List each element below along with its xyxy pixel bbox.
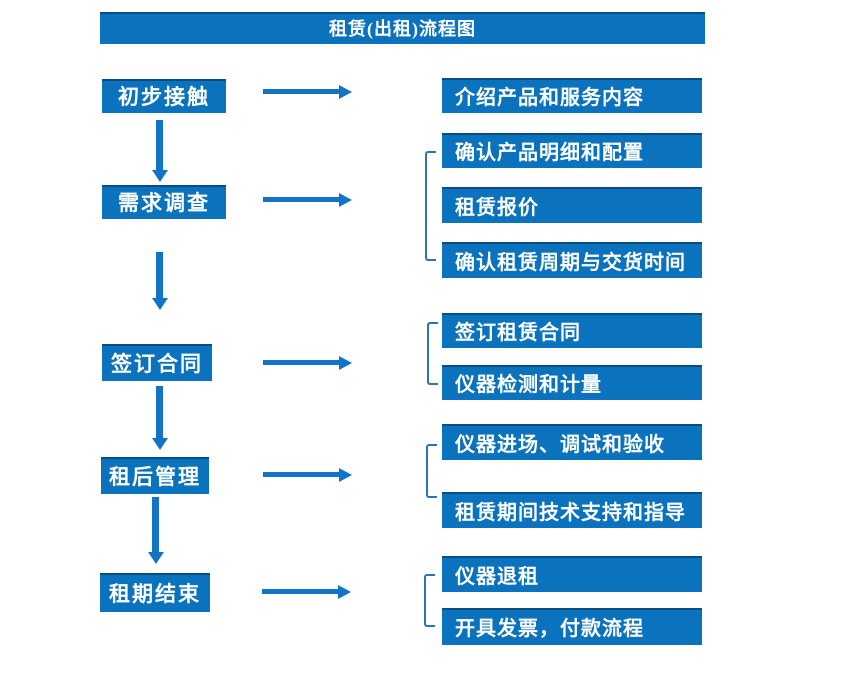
detail-box-sign-rental-contract: 签订租赁合同 bbox=[442, 313, 702, 348]
detail-box-instrument-testing: 仪器检测和计量 bbox=[442, 365, 702, 400]
detail-box-confirm-product-details: 确认产品明细和配置 bbox=[442, 133, 702, 168]
step-box-post-rental-management: 租后管理 bbox=[101, 457, 209, 494]
down-arrow-2 bbox=[151, 252, 168, 310]
group-bracket-post-rental bbox=[426, 444, 437, 498]
right-arrow-5 bbox=[262, 584, 351, 599]
detail-box-invoice-payment: 开具发票，付款流程 bbox=[442, 608, 702, 645]
detail-box-technical-support: 租赁期间技术支持和指导 bbox=[442, 492, 702, 528]
detail-box-confirm-rental-period: 确认租赁周期与交货时间 bbox=[442, 242, 702, 278]
step-box-sign-contract: 签订合同 bbox=[102, 344, 212, 381]
flowchart-title: 租赁(出租)流程图 bbox=[100, 12, 705, 44]
detail-box-instrument-return: 仪器退租 bbox=[442, 556, 702, 592]
step-box-demand-survey: 需求调查 bbox=[102, 185, 226, 219]
group-bracket-demand-survey bbox=[425, 151, 436, 261]
right-arrow-1 bbox=[263, 84, 352, 99]
down-arrow-3 bbox=[151, 386, 168, 450]
step-box-initial-contact: 初步接触 bbox=[102, 79, 226, 113]
group-bracket-rental-end bbox=[424, 574, 435, 627]
right-arrow-2 bbox=[263, 192, 352, 207]
detail-box-instrument-setup: 仪器进场、调试和验收 bbox=[442, 424, 702, 460]
detail-box-introduce-products: 介绍产品和服务内容 bbox=[442, 78, 702, 113]
down-arrow-4 bbox=[147, 497, 164, 564]
group-bracket-sign-contract bbox=[427, 322, 438, 385]
detail-box-rental-quotation: 租赁报价 bbox=[442, 187, 702, 223]
right-arrow-4 bbox=[263, 467, 352, 482]
step-box-rental-end: 租期结束 bbox=[100, 573, 210, 612]
down-arrow-1 bbox=[151, 120, 168, 182]
right-arrow-3 bbox=[263, 355, 352, 370]
